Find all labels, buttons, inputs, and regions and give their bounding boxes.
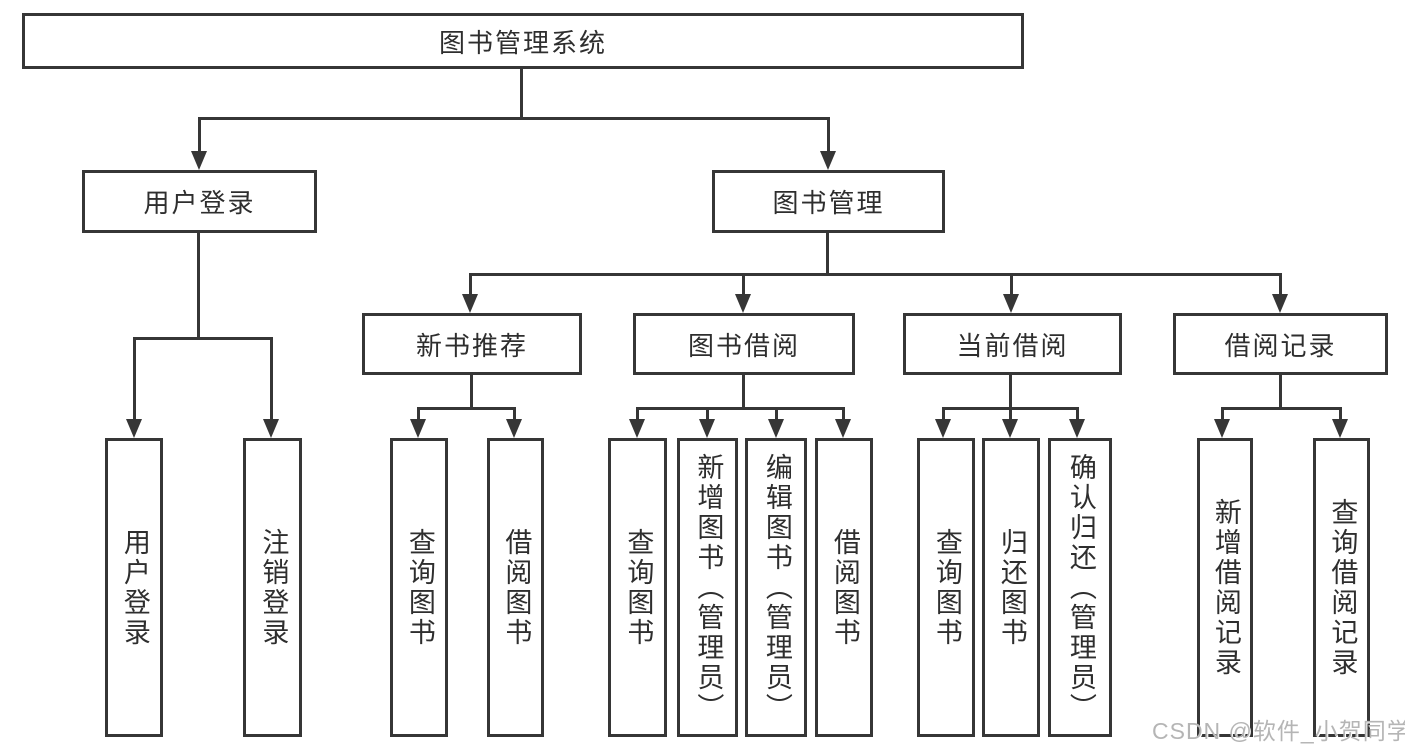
node-label: 新书推荐 — [415, 330, 528, 361]
arrowhead-icon — [835, 419, 851, 438]
connector-line — [742, 375, 745, 410]
connector-line — [520, 69, 523, 120]
arrowhead-icon — [1214, 419, 1230, 438]
arrowhead-icon — [410, 419, 426, 438]
connector-line — [417, 407, 516, 410]
connector-line — [826, 233, 829, 276]
connector-line — [1339, 407, 1342, 422]
connector-line — [636, 407, 845, 410]
arrowhead-icon — [506, 419, 522, 438]
connector-line — [842, 407, 845, 422]
node-new-book-recommendation: 新书推荐 — [362, 313, 582, 375]
node-root-library-system: 图书管理系统 — [22, 13, 1024, 69]
connector-line — [742, 273, 745, 298]
arrowhead-icon — [191, 151, 207, 170]
arrowhead-icon — [935, 419, 951, 438]
arrowhead-icon — [768, 419, 784, 438]
node-label: 查询借阅记录 — [1327, 497, 1358, 678]
arrowhead-icon — [820, 151, 836, 170]
arrowhead-icon — [263, 419, 279, 438]
node-label: 图书管理系统 — [438, 27, 607, 58]
connector-line — [198, 117, 201, 154]
leaf-add-borrow-record: 新增借阅记录 — [1197, 438, 1253, 737]
node-label: 查询图书 — [404, 527, 435, 648]
connector-line — [133, 337, 273, 340]
arrowhead-icon — [1002, 419, 1018, 438]
arrowhead-icon — [629, 419, 645, 438]
leaf-return-books: 归还图书 — [982, 438, 1040, 737]
connector-line — [1009, 375, 1012, 410]
node-book-borrowing: 图书借阅 — [633, 313, 855, 375]
connector-line — [469, 273, 1282, 276]
node-label: 新增借阅记录 — [1210, 497, 1241, 678]
connector-line — [1221, 407, 1224, 422]
arrowhead-icon — [735, 294, 751, 313]
leaf-borrow-books: 借阅图书 — [487, 438, 544, 737]
connector-line — [706, 407, 709, 422]
node-label: 用户登录 — [143, 188, 256, 218]
connector-line — [1076, 407, 1079, 422]
connector-line — [133, 337, 136, 422]
connector-line — [1009, 407, 1012, 422]
connector-line — [775, 407, 778, 422]
connector-line — [1221, 407, 1342, 410]
connector-line — [1010, 273, 1013, 298]
node-label: 借阅记录 — [1224, 330, 1337, 361]
leaf-query-books: 查询图书 — [917, 438, 975, 737]
node-label: 用户登录 — [119, 527, 150, 648]
node-book-management: 图书管理 — [712, 170, 945, 233]
connector-line — [1279, 375, 1282, 410]
node-label: 查询图书 — [931, 527, 962, 648]
leaf-confirm-return-admin: 确认归还（管理员） — [1048, 438, 1112, 737]
connector-line — [942, 407, 945, 422]
leaf-edit-books-admin: 编辑图书（管理员） — [745, 438, 807, 737]
connector-line — [827, 117, 830, 154]
node-label: 借阅图书 — [829, 527, 860, 648]
node-label: 归还图书 — [996, 527, 1027, 648]
node-current-borrowing: 当前借阅 — [903, 313, 1122, 375]
connector-line — [417, 407, 420, 422]
leaf-query-books: 查询图书 — [608, 438, 667, 737]
node-borrowing-records: 借阅记录 — [1173, 313, 1388, 375]
leaf-query-books: 查询图书 — [390, 438, 448, 737]
connector-line — [513, 407, 516, 422]
arrowhead-icon — [126, 419, 142, 438]
connector-line — [197, 233, 200, 340]
connector-line — [470, 375, 473, 410]
node-label: 确认归还（管理员） — [1065, 452, 1096, 723]
leaf-query-borrow-record: 查询借阅记录 — [1313, 438, 1370, 737]
arrowhead-icon — [1332, 419, 1348, 438]
arrowhead-icon — [1069, 419, 1085, 438]
node-label: 借阅图书 — [501, 527, 532, 648]
node-label: 当前借阅 — [956, 330, 1069, 361]
csdn-watermark: CSDN @软件_小贺同学 — [1152, 718, 1405, 744]
connector-line — [636, 407, 639, 422]
node-label: 注销登录 — [258, 527, 289, 648]
node-label: 图书管理 — [772, 188, 885, 218]
node-label: 新增图书（管理员） — [693, 452, 724, 723]
leaf-user-login: 用户登录 — [105, 438, 163, 737]
arrowhead-icon — [699, 419, 715, 438]
leaf-logout: 注销登录 — [243, 438, 302, 737]
leaf-borrow-books: 借阅图书 — [815, 438, 873, 737]
arrowhead-icon — [462, 294, 478, 313]
arrowhead-icon — [1272, 294, 1288, 313]
node-label: 编辑图书（管理员） — [761, 452, 792, 723]
arrowhead-icon — [1003, 294, 1019, 313]
connector-line — [469, 273, 472, 298]
connector-line — [270, 337, 273, 422]
node-user-login: 用户登录 — [82, 170, 317, 233]
leaf-add-books-admin: 新增图书（管理员） — [677, 438, 738, 737]
connector-line — [198, 117, 830, 120]
node-label: 图书借阅 — [687, 330, 800, 361]
node-label: 查询图书 — [623, 527, 654, 648]
connector-line — [1279, 273, 1282, 298]
